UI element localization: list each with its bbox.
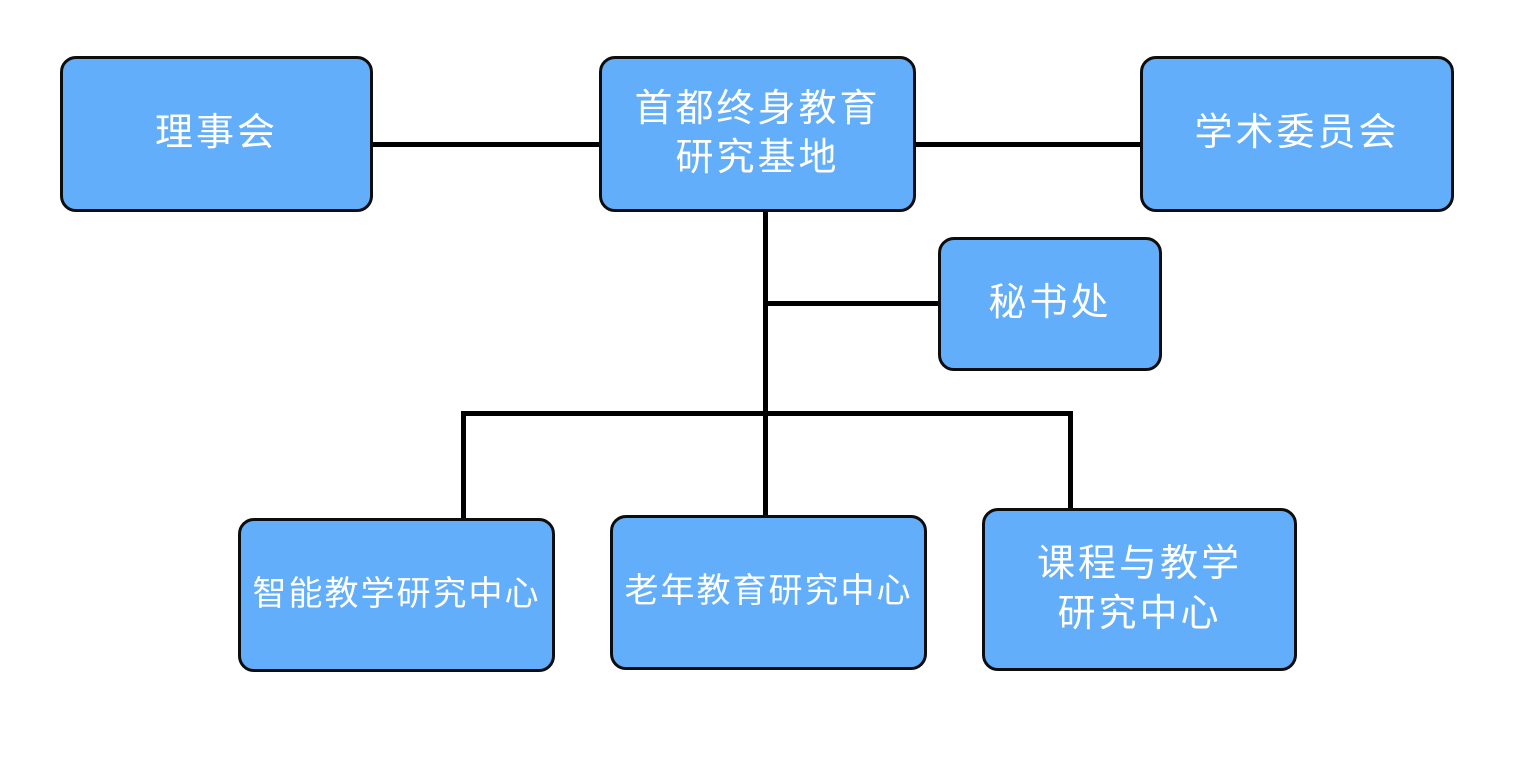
node-curriculum-and-teaching-research-center: 课程与教学 研究中心 [982,508,1297,671]
node-elderly-education-research-center: 老年教育研究中心 [610,515,927,670]
connector-drop-intelligent [461,411,466,521]
node-academic-committee: 学术委员会 [1140,56,1454,212]
node-intelligent-teaching-research-center: 智能教学研究中心 [238,518,555,672]
node-secretariat: 秘书处 [938,237,1162,371]
connector-bottom-bus [461,411,1073,416]
connector-drop-curriculum [1068,411,1073,511]
node-capital-lifelong-education-research-base: 首都终身教育 研究基地 [599,56,916,212]
connector-root-academic [916,142,1140,147]
connector-board-root [373,142,599,147]
node-board-of-directors: 理事会 [60,56,373,212]
connector-root-trunk [763,212,768,517]
connector-root-secretariat [766,301,938,306]
